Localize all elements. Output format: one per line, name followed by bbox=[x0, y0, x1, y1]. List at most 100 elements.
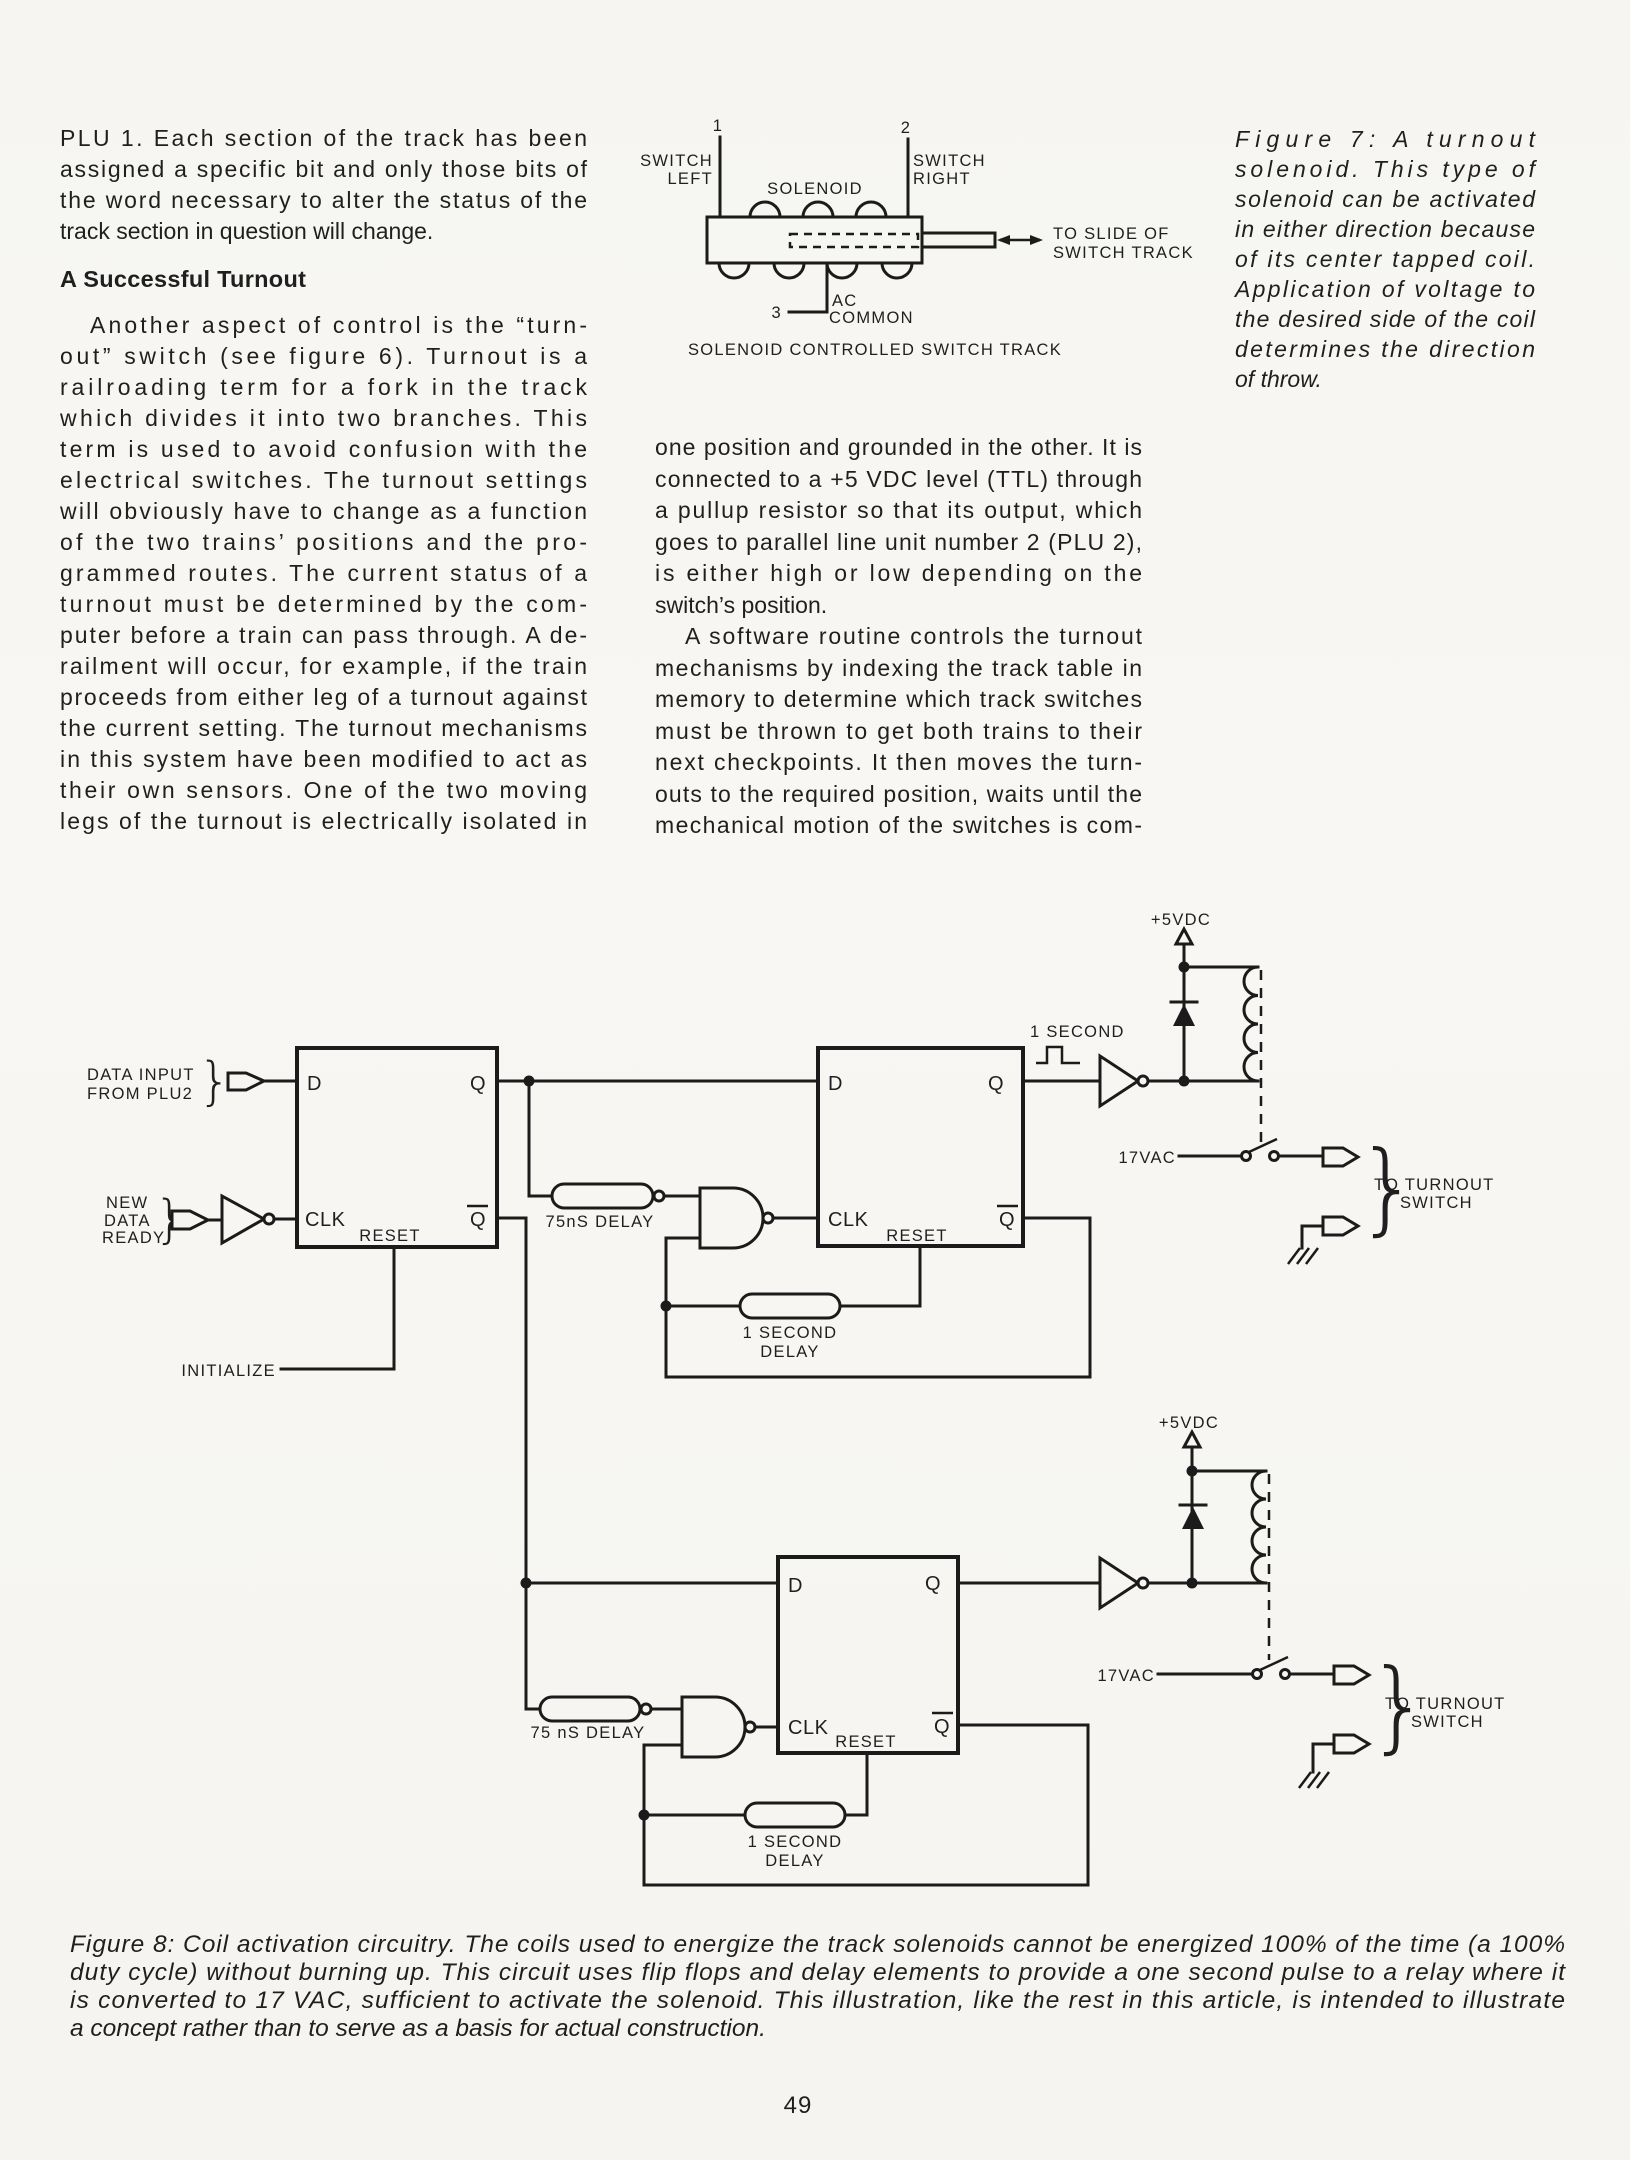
flip-flop-1: D Q CLK Q RESET bbox=[295, 1046, 499, 1249]
text-line: railment will occur, for example, if the… bbox=[60, 653, 587, 679]
data-input-label: FROM PLU2 bbox=[87, 1085, 193, 1103]
text-line: mechanisms by indexing the track table i… bbox=[655, 655, 1142, 681]
delay-element-75ns bbox=[550, 1182, 655, 1210]
solenoid-body bbox=[705, 215, 924, 265]
data-input-group: DATA INPUT FROM PLU2 } bbox=[87, 1052, 299, 1112]
switch-contact-icon bbox=[1268, 1150, 1280, 1162]
turnout-label: SWITCH bbox=[1411, 1713, 1484, 1731]
input-connector-icon bbox=[226, 1071, 268, 1092]
text-line: assigned a specific bit and only those b… bbox=[60, 156, 588, 182]
slide-label: TO SLIDE OF bbox=[1053, 225, 1170, 243]
arrow-right-icon bbox=[1030, 235, 1043, 245]
pulse-waveform-icon bbox=[1036, 1045, 1080, 1065]
text-line: goes to parallel line unit number 2 (PLU… bbox=[655, 529, 1142, 555]
pin-reset: RESET bbox=[886, 1227, 948, 1245]
caption-line: a concept rather than to serve as a basi… bbox=[70, 2015, 766, 2042]
pin-q: Q bbox=[988, 1073, 1004, 1095]
text-line: switch’s position. bbox=[655, 592, 827, 618]
pin-qbar: Q bbox=[999, 1209, 1015, 1231]
pulse-label: 1 SECOND bbox=[1030, 1023, 1125, 1041]
turnout-label: TO TURNOUT bbox=[1385, 1695, 1506, 1713]
ground-icon bbox=[1287, 1247, 1319, 1265]
text-line: electrical switches. The turnout setting… bbox=[60, 467, 587, 493]
caption-line: Figure 7: A turnout bbox=[1235, 126, 1537, 152]
caption-line: is converted to 17 VAC, sufficient to ac… bbox=[70, 1987, 1565, 2014]
arrow-left-icon bbox=[997, 235, 1010, 245]
common-label: COMMON bbox=[829, 309, 914, 327]
output-connector-icon bbox=[1321, 1146, 1361, 1168]
delay-element-75ns bbox=[538, 1695, 642, 1723]
text-line: railroading term for a fork in the track bbox=[60, 374, 587, 400]
figure7-caption: Figure 7: A turnout solenoid. This type … bbox=[1233, 126, 1538, 392]
power-arrow-icon bbox=[1181, 1428, 1203, 1449]
page-number: 49 bbox=[784, 2092, 813, 2119]
middle-column: one position and grounded in the other. … bbox=[655, 434, 1143, 838]
pin-reset: RESET bbox=[359, 1227, 421, 1245]
data-input-label: DATA INPUT bbox=[87, 1066, 195, 1084]
relay-coil-icon bbox=[1250, 1469, 1268, 1585]
text-line: must be thrown to get both trains to the… bbox=[655, 718, 1142, 744]
text-line: memory to determine which track switches bbox=[655, 686, 1142, 712]
text-line: of the two trains’ positions and the pro… bbox=[60, 529, 587, 555]
caption-line: Figure 8: Coil activation circuitry. The… bbox=[70, 1931, 1565, 1958]
text-line: will obviously have to change as a funct… bbox=[59, 498, 587, 524]
caption-line: duty cycle) without burning up. This cir… bbox=[70, 1959, 1566, 1986]
switch-right-label: SWITCH bbox=[913, 152, 986, 170]
power-label: +5VDC bbox=[1151, 911, 1211, 929]
text-line: connected to a +5 VDC level (TTL) throug… bbox=[655, 466, 1142, 492]
caption-line: solenoid. This type of bbox=[1235, 156, 1538, 182]
switch-contact-icon bbox=[1251, 1668, 1263, 1680]
pin-number: 2 bbox=[901, 119, 911, 137]
pin-d: D bbox=[828, 1073, 843, 1095]
delay-element-1s bbox=[738, 1292, 842, 1320]
text-line: puter before a train can pass through. A… bbox=[60, 622, 587, 648]
flip-flop-box bbox=[295, 1046, 499, 1249]
caption-line: in either direction because bbox=[1235, 216, 1535, 242]
inverter-icon bbox=[220, 1193, 268, 1246]
plunger-dashed bbox=[788, 232, 920, 249]
new-data-label: DATA bbox=[104, 1212, 151, 1230]
delay-label: 1 SECOND bbox=[743, 1324, 838, 1342]
flip-flop-box bbox=[776, 1555, 960, 1755]
coil-windings-bottom bbox=[717, 261, 914, 280]
diode-icon bbox=[1182, 1507, 1204, 1529]
text-line: in this system have been modified to act… bbox=[60, 746, 587, 772]
pin-q: Q bbox=[925, 1573, 941, 1595]
text-line: the current setting. The turnout mechani… bbox=[60, 715, 587, 741]
ground-icon bbox=[1298, 1771, 1330, 1789]
switch-left-label: LEFT bbox=[667, 170, 713, 188]
pin-reset: RESET bbox=[835, 1733, 897, 1751]
caption-line: solenoid can be activated bbox=[1235, 186, 1536, 212]
text-line: next checkpoints. It then moves the turn… bbox=[655, 749, 1142, 775]
text-line: which divides it into two branches. This bbox=[59, 405, 587, 431]
delay-label: 75 nS DELAY bbox=[531, 1724, 646, 1742]
new-data-ready-group: NEW DATA READY } bbox=[102, 1190, 299, 1250]
switch-contact-icon bbox=[1279, 1668, 1291, 1680]
text-line: grammed routes. The current status of a bbox=[60, 560, 587, 586]
buffer-icon bbox=[1098, 1555, 1141, 1611]
plunger-rod bbox=[920, 231, 997, 249]
text-line: outs to the required position, waits unt… bbox=[655, 781, 1142, 807]
caption-line: of throw. bbox=[1235, 366, 1322, 392]
brace-icon: } bbox=[1367, 1647, 1431, 1764]
switch-arm-icon bbox=[1248, 1137, 1278, 1154]
delay-label: 75nS DELAY bbox=[545, 1213, 654, 1231]
pin-qbar: Q bbox=[934, 1716, 950, 1738]
vac-label: 17VAC bbox=[1097, 1667, 1155, 1685]
text-line: proceeds from either leg of a turnout ag… bbox=[60, 684, 588, 710]
figure7-diagram: 1 2 SWITCH LEFT SWITCH RIGHT SOLENOID TO… bbox=[640, 117, 1192, 359]
text-line: turnout must be determined by the com- bbox=[60, 591, 587, 617]
caption-line: determines the direction bbox=[1235, 336, 1535, 362]
caption-line: Application of voltage to bbox=[1233, 276, 1535, 302]
text-line: legs of the turnout is electrically isol… bbox=[60, 808, 587, 834]
left-column: PLU 1. Each section of the track has bee… bbox=[59, 125, 588, 834]
output-connector-icon bbox=[1332, 1664, 1372, 1686]
output-connector-icon bbox=[1321, 1215, 1361, 1237]
text-line: term is used to avoid confusion with the bbox=[60, 436, 587, 462]
nand-gate-icon bbox=[698, 1186, 765, 1250]
text-line: Another aspect of control is the “turn- bbox=[90, 312, 587, 338]
figure8-circuit: DATA INPUT FROM PLU2 } NEW DATA READY } … bbox=[87, 911, 1506, 1887]
figure8-caption: Figure 8: Coil activation circuitry. The… bbox=[70, 1931, 1566, 2042]
text-line: track section in question will change. bbox=[60, 218, 433, 244]
delay-label: DELAY bbox=[765, 1852, 824, 1870]
